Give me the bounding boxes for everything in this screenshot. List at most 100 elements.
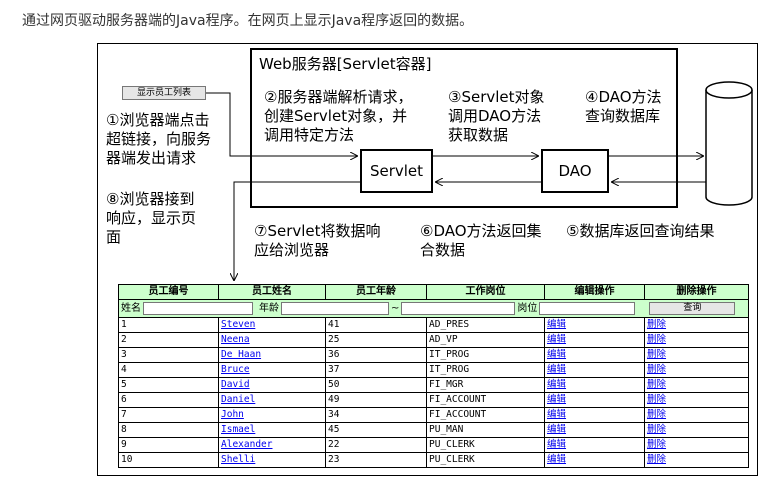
name-search-input[interactable] bbox=[143, 302, 253, 315]
delete-cell: 删除 bbox=[644, 377, 749, 393]
job-cell: IT_PROG bbox=[426, 347, 545, 363]
delete-cell: 删除 bbox=[644, 437, 749, 453]
step-1-text: ①浏览器端点击 超链接，向服务 器端发出请求 bbox=[106, 111, 211, 168]
edit-link[interactable]: 编辑 bbox=[547, 334, 567, 345]
search-bar: 姓名 年龄 ~ 岗位 查询 bbox=[120, 301, 748, 317]
delete-cell: 删除 bbox=[644, 422, 749, 438]
emp-name-cell: David bbox=[218, 377, 326, 393]
age-min-input[interactable] bbox=[281, 302, 389, 315]
edit-link[interactable]: 编辑 bbox=[547, 349, 567, 360]
emp-id-cell: 10 bbox=[118, 452, 219, 468]
delete-link[interactable]: 删除 bbox=[647, 349, 667, 360]
step-3-line-1: ③Servlet对象 bbox=[448, 88, 545, 106]
emp-name-link[interactable]: Ismael bbox=[221, 424, 256, 435]
edit-link[interactable]: 编辑 bbox=[547, 379, 567, 390]
edit-link[interactable]: 编辑 bbox=[547, 409, 567, 420]
emp-name-cell: De Haan bbox=[218, 347, 326, 363]
step-8-line-1: ⑧浏览器接到 bbox=[106, 190, 195, 208]
emp-name-cell: Alexander bbox=[218, 437, 326, 453]
emp-id-cell: 7 bbox=[118, 407, 219, 423]
emp-id-cell: 3 bbox=[118, 347, 219, 363]
edit-cell: 编辑 bbox=[544, 377, 645, 393]
search-row: 姓名 年龄 ~ 岗位 查询 bbox=[118, 299, 749, 318]
emp-name-link[interactable]: Steven bbox=[221, 319, 256, 330]
edit-link[interactable]: 编辑 bbox=[547, 319, 567, 330]
emp-id-cell: 9 bbox=[118, 437, 219, 453]
step-4-text: ④DAO方法 查询数据库 bbox=[585, 88, 662, 126]
delete-cell: 删除 bbox=[644, 362, 749, 378]
delete-link[interactable]: 删除 bbox=[647, 379, 667, 390]
emp-age-cell: 37 bbox=[325, 362, 427, 378]
caption: 通过网页驱动服务器端的Java程序。在网页上显示Java程序返回的数据。 bbox=[22, 13, 474, 29]
emp-age-cell: 36 bbox=[325, 347, 427, 363]
edit-link[interactable]: 编辑 bbox=[547, 364, 567, 375]
edit-cell: 编辑 bbox=[544, 437, 645, 453]
header-emp-age: 员工年龄 bbox=[325, 284, 427, 300]
emp-id-cell: 5 bbox=[118, 377, 219, 393]
step-7-line-1: ⑦Servlet将数据响 bbox=[254, 222, 381, 240]
emp-id-cell: 2 bbox=[118, 332, 219, 348]
edit-cell: 编辑 bbox=[544, 362, 645, 378]
delete-cell: 删除 bbox=[644, 407, 749, 423]
delete-cell: 删除 bbox=[644, 392, 749, 408]
query-button[interactable]: 查询 bbox=[649, 302, 736, 315]
edit-link[interactable]: 编辑 bbox=[547, 454, 567, 465]
emp-name-link[interactable]: Alexander bbox=[221, 439, 273, 450]
step-4-line-1: ④DAO方法 bbox=[585, 88, 662, 106]
step-8-line-3: 面 bbox=[106, 228, 122, 246]
emp-name-cell: Bruce bbox=[218, 362, 326, 378]
delete-link[interactable]: 删除 bbox=[647, 364, 667, 375]
emp-name-link[interactable]: Shelli bbox=[221, 454, 256, 465]
emp-name-link[interactable]: Daniel bbox=[221, 394, 256, 405]
emp-name-link[interactable]: John bbox=[221, 409, 244, 420]
step-3-line-2: 调用DAO方法 bbox=[448, 107, 542, 125]
emp-name-cell: John bbox=[218, 407, 326, 423]
emp-id-cell: 1 bbox=[118, 317, 219, 333]
edit-cell: 编辑 bbox=[544, 407, 645, 423]
delete-link[interactable]: 删除 bbox=[647, 439, 667, 450]
emp-name-cell: Ismael bbox=[218, 422, 326, 438]
delete-link[interactable]: 删除 bbox=[647, 424, 667, 435]
step-2-line-1: ②服务器端解析请求， bbox=[264, 88, 413, 106]
emp-name-cell: Shelli bbox=[218, 452, 326, 468]
age-max-input[interactable] bbox=[401, 302, 516, 315]
delete-link[interactable]: 删除 bbox=[647, 454, 667, 465]
show-employee-list-button[interactable]: 显示员工列表 bbox=[122, 86, 206, 100]
step-1-line-2: 超链接，向服务 bbox=[106, 130, 212, 148]
diagram-frame bbox=[97, 43, 758, 476]
step-4-line-2: 查询数据库 bbox=[585, 107, 661, 125]
delete-cell: 删除 bbox=[644, 452, 749, 468]
step-3-line-3: 获取数据 bbox=[448, 126, 509, 144]
emp-name-link[interactable]: Bruce bbox=[221, 364, 250, 375]
delete-link[interactable]: 删除 bbox=[647, 319, 667, 330]
emp-name-link[interactable]: De Haan bbox=[221, 349, 262, 360]
emp-name-link[interactable]: Neena bbox=[221, 334, 250, 345]
edit-link[interactable]: 编辑 bbox=[547, 439, 567, 450]
emp-id-cell: 6 bbox=[118, 392, 219, 408]
emp-age-cell: 22 bbox=[325, 437, 427, 453]
delete-link[interactable]: 删除 bbox=[647, 394, 667, 405]
step-2-line-3: 调用特定方法 bbox=[264, 126, 355, 144]
header-delete: 删除操作 bbox=[644, 284, 749, 300]
job-search-input[interactable] bbox=[539, 302, 636, 315]
request-arrow-1 bbox=[206, 92, 357, 156]
delete-link[interactable]: 删除 bbox=[647, 409, 667, 420]
edit-cell: 编辑 bbox=[544, 347, 645, 363]
edit-link[interactable]: 编辑 bbox=[547, 424, 567, 435]
emp-name-cell: Daniel bbox=[218, 392, 326, 408]
delete-link[interactable]: 删除 bbox=[647, 334, 667, 345]
job-cell: AD_PRES bbox=[426, 317, 545, 333]
emp-name-link[interactable]: David bbox=[221, 379, 250, 390]
job-cell: PU_CLERK bbox=[426, 437, 545, 453]
step-8-line-2: 响应，显示页 bbox=[106, 209, 197, 227]
emp-name-cell: Neena bbox=[218, 332, 326, 348]
emp-age-cell: 23 bbox=[325, 452, 427, 468]
step-3-text: ③Servlet对象 调用DAO方法 获取数据 bbox=[448, 88, 545, 145]
edit-link[interactable]: 编辑 bbox=[547, 394, 567, 405]
